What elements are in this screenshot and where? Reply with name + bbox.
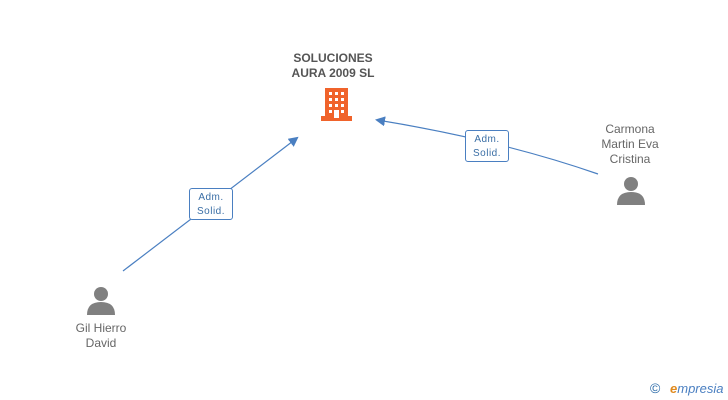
role-badge-gil: Adm. Solid. (189, 188, 233, 220)
person-name-line: David (85, 336, 117, 350)
building-icon[interactable] (321, 88, 352, 121)
company-name-line: AURA 2009 SL (291, 66, 375, 80)
role-label-line: Solid. (472, 148, 501, 159)
company-name[interactable]: SOLUCIONES AURA 2009 SL (256, 51, 410, 81)
person-name-line: Martin Eva (601, 137, 659, 151)
person-name-carmona[interactable]: Carmona Martin Eva Cristina (584, 122, 676, 167)
person-name-gil-hierro[interactable]: Gil Hierro David (55, 321, 147, 351)
role-label-line: Adm. (474, 134, 500, 145)
person-icon[interactable] (617, 177, 645, 205)
copyright-symbol: © (650, 380, 661, 396)
role-label-line: Solid. (196, 206, 225, 217)
brand-rest: mpresia (677, 381, 724, 396)
company-name-line: SOLUCIONES (293, 51, 373, 65)
empresia-logo[interactable]: empresia (670, 381, 723, 396)
role-badge-carmona: Adm. Solid. (465, 130, 509, 162)
person-name-line: Gil Hierro (75, 321, 127, 335)
person-name-line: Cristina (609, 152, 651, 166)
person-name-line: Carmona (605, 122, 655, 136)
role-label-line: Adm. (198, 192, 224, 203)
brand-initial: e (670, 381, 678, 396)
person-icon[interactable] (87, 287, 115, 315)
